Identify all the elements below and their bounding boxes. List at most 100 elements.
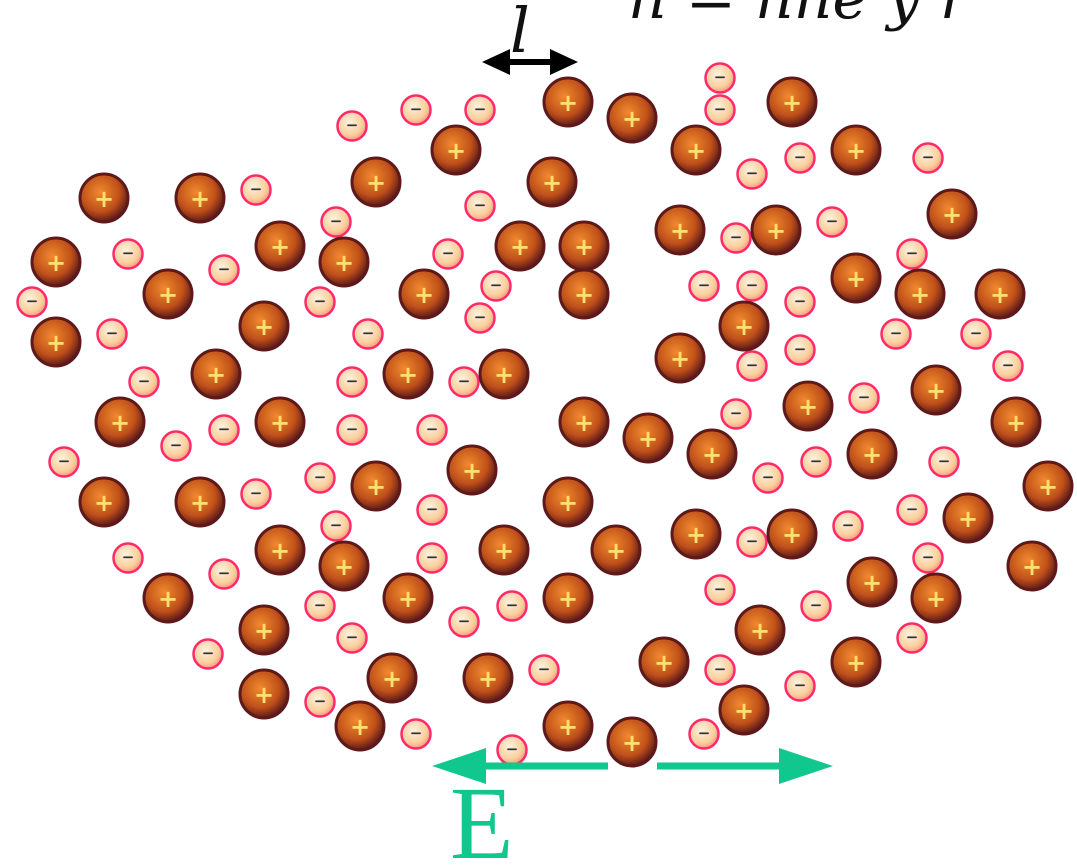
negative-charge-body bbox=[496, 590, 528, 622]
negative-charge-sign: − bbox=[730, 404, 743, 422]
negative-charge-sign: − bbox=[138, 372, 151, 390]
negative-charge-sign: − bbox=[938, 452, 951, 470]
positive-charge: + bbox=[382, 348, 434, 400]
negative-charge-body bbox=[800, 446, 832, 478]
negative-charge: − bbox=[336, 622, 368, 654]
positive-charge-body bbox=[238, 300, 290, 352]
positive-charge: + bbox=[318, 236, 370, 288]
positive-charge: + bbox=[398, 268, 450, 320]
positive-charge-body bbox=[318, 236, 370, 288]
positive-charge: + bbox=[558, 396, 610, 448]
positive-charge-sign: + bbox=[846, 649, 866, 677]
negative-charge-body bbox=[208, 558, 240, 590]
negative-charge: − bbox=[912, 142, 944, 174]
negative-charge-body bbox=[336, 366, 368, 398]
negative-charge-sign: − bbox=[346, 420, 359, 438]
positive-charge-sign: + bbox=[158, 281, 178, 309]
negative-charge-body bbox=[208, 254, 240, 286]
positive-charge-body bbox=[382, 572, 434, 624]
positive-charge: + bbox=[606, 92, 658, 144]
positive-charge: + bbox=[750, 204, 802, 256]
positive-charge-sign: + bbox=[734, 697, 754, 725]
negative-charge-body bbox=[912, 542, 944, 574]
positive-charge-body bbox=[718, 684, 770, 736]
field-indicator: E bbox=[432, 748, 833, 865]
positive-charge-body bbox=[1006, 540, 1058, 592]
negative-charge-body bbox=[992, 350, 1024, 382]
negative-charge-body bbox=[720, 398, 752, 430]
positive-charge-body bbox=[830, 252, 882, 304]
negative-charge: − bbox=[304, 462, 336, 494]
negative-charge: − bbox=[448, 606, 480, 638]
positive-charge-body bbox=[654, 204, 706, 256]
negative-charge-body bbox=[880, 318, 912, 350]
negative-charge: − bbox=[784, 670, 816, 702]
negative-charge-body bbox=[832, 510, 864, 542]
negative-charge-body bbox=[704, 654, 736, 686]
positive-charge-sign: + bbox=[350, 713, 370, 741]
positive-charge-sign: + bbox=[158, 585, 178, 613]
positive-charge-body bbox=[238, 668, 290, 720]
positive-charge: + bbox=[1006, 540, 1058, 592]
positive-charge: + bbox=[142, 268, 194, 320]
positive-charge: + bbox=[766, 508, 818, 560]
negative-charge-sign: − bbox=[346, 116, 359, 134]
positive-charge: + bbox=[478, 524, 530, 576]
field-label: E bbox=[450, 766, 514, 865]
positive-charge: + bbox=[1022, 460, 1074, 512]
negative-charge-sign: − bbox=[906, 500, 919, 518]
positive-charge-sign: + bbox=[702, 441, 722, 469]
positive-charge-sign: + bbox=[366, 473, 386, 501]
positive-charge-sign: + bbox=[190, 185, 210, 213]
positive-charge-sign: + bbox=[798, 393, 818, 421]
negative-charge: − bbox=[16, 286, 48, 318]
negative-charge-sign: − bbox=[890, 324, 903, 342]
positive-charge: + bbox=[990, 396, 1042, 448]
negative-charge: − bbox=[960, 318, 992, 350]
negative-charge-body bbox=[784, 670, 816, 702]
positive-charge: + bbox=[670, 124, 722, 176]
negative-charge: − bbox=[336, 366, 368, 398]
negative-charge-body bbox=[128, 366, 160, 398]
positive-charge-sign: + bbox=[270, 409, 290, 437]
negative-charge: − bbox=[720, 222, 752, 254]
positive-charge-sign: + bbox=[94, 489, 114, 517]
negative-charge-sign: − bbox=[714, 660, 727, 678]
positive-charge: + bbox=[558, 268, 610, 320]
positive-charge-sign: + bbox=[190, 489, 210, 517]
negative-charge-body bbox=[304, 462, 336, 494]
negative-charge-body bbox=[432, 238, 464, 270]
negative-charge-body bbox=[704, 574, 736, 606]
positive-charge-sign: + bbox=[558, 713, 578, 741]
positive-charge-body bbox=[750, 204, 802, 256]
positive-charge-body bbox=[254, 220, 306, 272]
negative-charge-body bbox=[800, 590, 832, 622]
negative-charge-body bbox=[736, 270, 768, 302]
negative-charge-sign: − bbox=[458, 372, 471, 390]
negative-charge: − bbox=[464, 94, 496, 126]
negative-charge-sign: − bbox=[314, 692, 327, 710]
negative-charge: − bbox=[400, 94, 432, 126]
positive-charge-body bbox=[174, 172, 226, 224]
positive-charge-body bbox=[670, 124, 722, 176]
negative-charge-sign: − bbox=[506, 740, 519, 758]
negative-charge-body bbox=[784, 334, 816, 366]
positive-charge: + bbox=[782, 380, 834, 432]
positive-charge-sign: + bbox=[1006, 409, 1026, 437]
negative-charge-sign: − bbox=[122, 548, 135, 566]
positive-charge: + bbox=[318, 540, 370, 592]
positive-charge-sign: + bbox=[862, 441, 882, 469]
negative-charge-sign: − bbox=[1002, 356, 1015, 374]
negative-charge-sign: − bbox=[202, 644, 215, 662]
field-arrowhead-left bbox=[432, 748, 486, 784]
positive-charge-sign: + bbox=[750, 617, 770, 645]
negative-charge: − bbox=[784, 334, 816, 366]
positive-charge: + bbox=[350, 460, 402, 512]
positive-charge-body bbox=[94, 396, 146, 448]
negative-charge: − bbox=[896, 494, 928, 526]
positive-charge: + bbox=[30, 316, 82, 368]
positive-charge-sign: + bbox=[926, 377, 946, 405]
positive-charge: + bbox=[638, 636, 690, 688]
positive-charge-sign: + bbox=[494, 537, 514, 565]
positive-charge-body bbox=[894, 268, 946, 320]
